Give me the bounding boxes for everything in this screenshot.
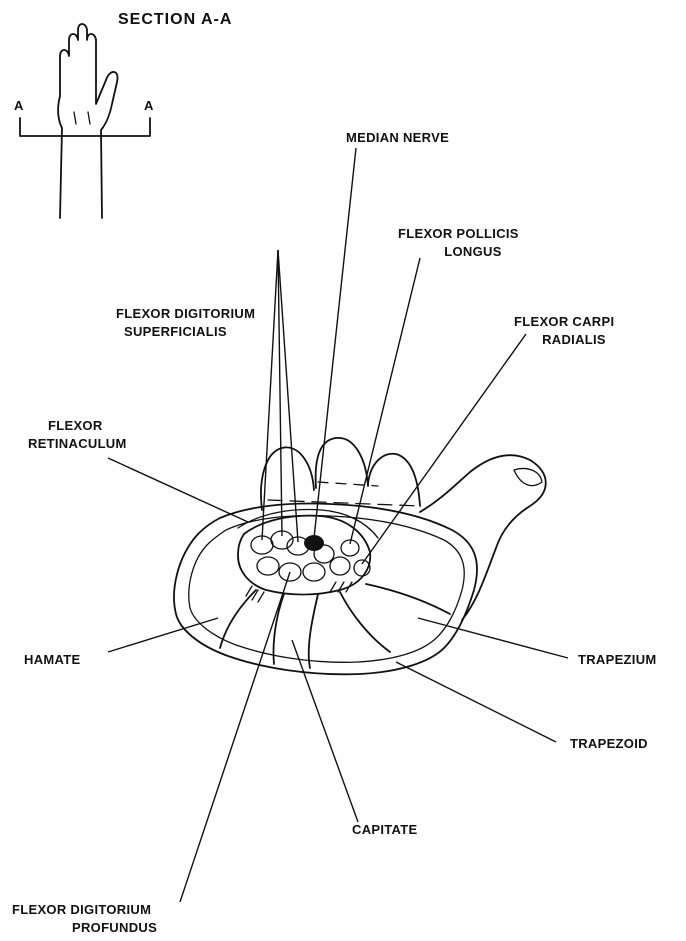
- label-flexor-digitorium-superficialis-line1: FLEXOR DIGITORIUM: [116, 306, 255, 321]
- leader-trapezoid: [396, 662, 556, 742]
- leader-lines: [108, 148, 568, 902]
- label-flexor-digitorium-profundus-line2: PROFUNDUS: [72, 920, 157, 935]
- trapezium-boundary: [366, 584, 450, 614]
- label-hamate: HAMATE: [24, 652, 80, 667]
- hand-crease: [74, 112, 76, 124]
- cross-section: [174, 438, 546, 674]
- hand-inset: SECTION A-A A A: [14, 11, 232, 218]
- label-capitate: CAPITATE: [352, 822, 417, 837]
- thumb-nail: [514, 469, 542, 486]
- label-flexor-carpi-radialis-line1: FLEXOR CARPI: [514, 314, 614, 329]
- capitate-right-boundary: [309, 594, 318, 668]
- leader-superficialis-1: [262, 250, 278, 540]
- hamate-boundary: [220, 590, 256, 648]
- section-mark-left: A: [14, 98, 24, 113]
- label-flexor-retinaculum-line1: FLEXOR: [48, 418, 103, 433]
- finger-outline-3: [368, 454, 420, 506]
- label-trapezium: TRAPEZIUM: [578, 652, 657, 667]
- leader-flexor-retinaculum: [108, 458, 248, 522]
- label-median-nerve: MEDIAN NERVE: [346, 130, 449, 145]
- hand-crease-2: [88, 112, 90, 124]
- leader-capitate: [292, 640, 358, 822]
- fascia-outline: [189, 516, 464, 663]
- tendon-7: [303, 563, 325, 581]
- label-flexor-pollicis-longus-line1: FLEXOR POLLICIS: [398, 226, 519, 241]
- section-line: [20, 118, 150, 136]
- label-trapezoid: TRAPEZOID: [570, 736, 648, 751]
- tendon-5: [257, 557, 279, 575]
- hand-outline: [58, 24, 118, 218]
- leader-profundus: [180, 572, 290, 902]
- leader-flexor-carpi-radialis: [362, 334, 526, 564]
- leader-hamate: [108, 618, 218, 652]
- label-flexor-digitorium-superficialis-line2: SUPERFICIALIS: [124, 324, 227, 339]
- section-mark-right: A: [144, 98, 154, 113]
- leader-flexor-pollicis-longus: [350, 258, 420, 544]
- label-flexor-pollicis-longus-line2: LONGUS: [444, 244, 501, 259]
- trapezoid-boundary: [340, 592, 390, 652]
- tendon-8: [330, 557, 350, 575]
- label-flexor-carpi-radialis-line2: RADIALIS: [542, 332, 606, 347]
- labels: MEDIAN NERVE FLEXOR POLLICIS LONGUS FLEX…: [12, 130, 657, 935]
- section-title: SECTION A-A: [118, 11, 232, 28]
- carpal-tunnel: [238, 516, 370, 595]
- label-flexor-retinaculum-line2: RETINACULUM: [28, 436, 127, 451]
- label-flexor-digitorium-profundus-line1: FLEXOR DIGITORIUM: [12, 902, 151, 917]
- leader-median-nerve: [314, 148, 356, 538]
